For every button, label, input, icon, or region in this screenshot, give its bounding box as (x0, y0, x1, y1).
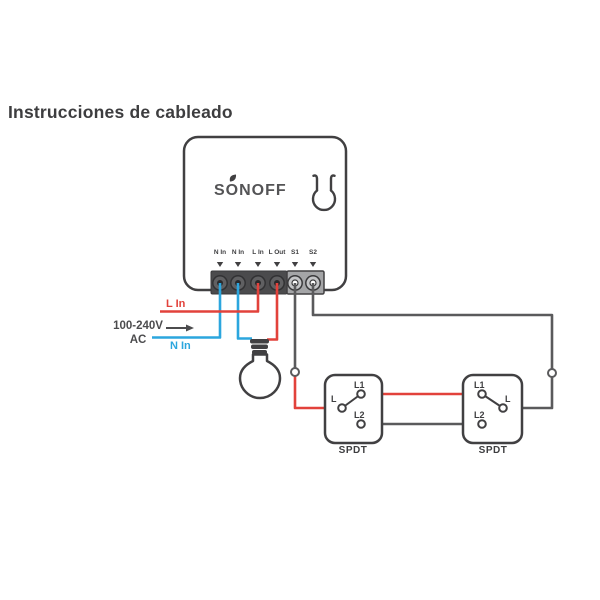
ac-label: AC (129, 334, 147, 346)
switch1-terminal-l (337, 403, 347, 413)
switch2-terminal-l (498, 403, 508, 413)
live-in-label: L In (166, 298, 186, 310)
switch2-label-l: L (505, 394, 511, 404)
terminal-label-l-in: L In (252, 249, 264, 256)
wire-neutral-to-lamp (236, 283, 252, 340)
switch2-label-l1: L1 (474, 380, 485, 390)
bulb-icon (238, 339, 282, 400)
brand-leaf-icon (229, 174, 237, 182)
down-arrow-icons (216, 262, 317, 267)
device-body (182, 135, 348, 292)
switch1-label-l1: L1 (354, 380, 365, 390)
wire-neutral-supply (152, 283, 222, 339)
terminal-label-s2: S2 (309, 249, 317, 256)
switch1-type-label: SPDT (338, 445, 368, 456)
page-title: Instrucciones de cableado (8, 102, 233, 122)
switch1-terminal-l1 (356, 389, 366, 399)
terminal-label-n-in-2: N In (231, 249, 245, 256)
switch1-terminal-l2 (356, 419, 366, 429)
spdt-switch-1 (323, 373, 384, 445)
wire-live-supply (160, 283, 260, 313)
keyhole-mount-icon (311, 174, 337, 212)
switch1-label-l: L (331, 394, 337, 404)
wire-live-out-to-lamp (267, 283, 279, 341)
voltage-label: 100-240V (113, 320, 163, 332)
junction-node-s2 (547, 368, 557, 378)
switch1-label-l2: L2 (354, 410, 365, 420)
right-arrow-icon (166, 324, 194, 332)
switch2-terminal-l1 (477, 389, 487, 399)
brand-wordmark: Sonoff (214, 182, 287, 199)
terminal-label-l-out: L Out (268, 249, 286, 256)
spdt-switch-2 (461, 373, 524, 445)
terminal-label-n-in-1: N In (213, 249, 227, 256)
wire-s2-to-switch2 (311, 283, 554, 410)
neutral-in-label: N In (170, 340, 191, 352)
switch2-label-l2: L2 (474, 410, 485, 420)
switch2-type-label: SPDT (478, 445, 508, 456)
terminal-label-s1: S1 (291, 249, 299, 256)
junction-node-s1 (290, 367, 300, 377)
switch2-terminal-l2 (477, 419, 487, 429)
